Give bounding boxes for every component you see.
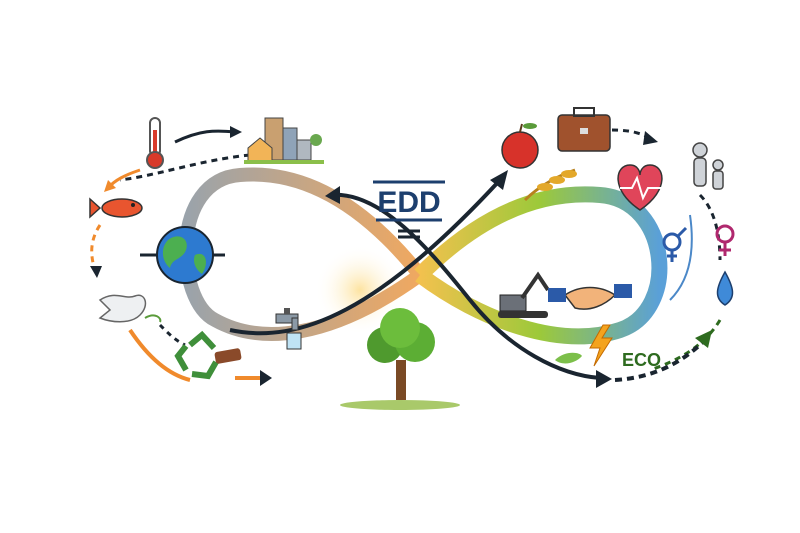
right-cycle-arrows xyxy=(611,128,722,382)
family-icon xyxy=(692,142,724,190)
arrow-falling xyxy=(329,192,601,380)
edd-title: EDD xyxy=(373,180,445,239)
left-cycle-arrows xyxy=(90,126,272,386)
apple-icon xyxy=(501,123,539,169)
buildings-icon xyxy=(244,117,324,164)
water-drop-icon xyxy=(716,270,734,306)
handshake-icon xyxy=(548,284,632,310)
excavator-icon xyxy=(498,271,550,318)
dove-icon xyxy=(98,294,162,323)
globe-icon xyxy=(156,226,214,284)
female-icon xyxy=(715,224,735,256)
arrow-rising xyxy=(229,178,502,336)
wheat-icon xyxy=(523,168,577,202)
lightning-icon xyxy=(589,324,613,367)
tree-icon xyxy=(340,308,460,410)
gender-icon xyxy=(662,226,688,262)
leaf-icon xyxy=(555,352,582,364)
faucet-icon xyxy=(275,308,302,350)
eco-label: ECO xyxy=(622,350,661,370)
recycle-icon xyxy=(174,330,219,380)
briefcase-icon xyxy=(557,107,611,152)
heart-icon xyxy=(617,164,663,211)
thermometer-icon xyxy=(146,117,164,169)
log-icon xyxy=(214,348,242,364)
fish-icon xyxy=(89,197,143,219)
edd-title-text: EDD xyxy=(377,186,440,219)
